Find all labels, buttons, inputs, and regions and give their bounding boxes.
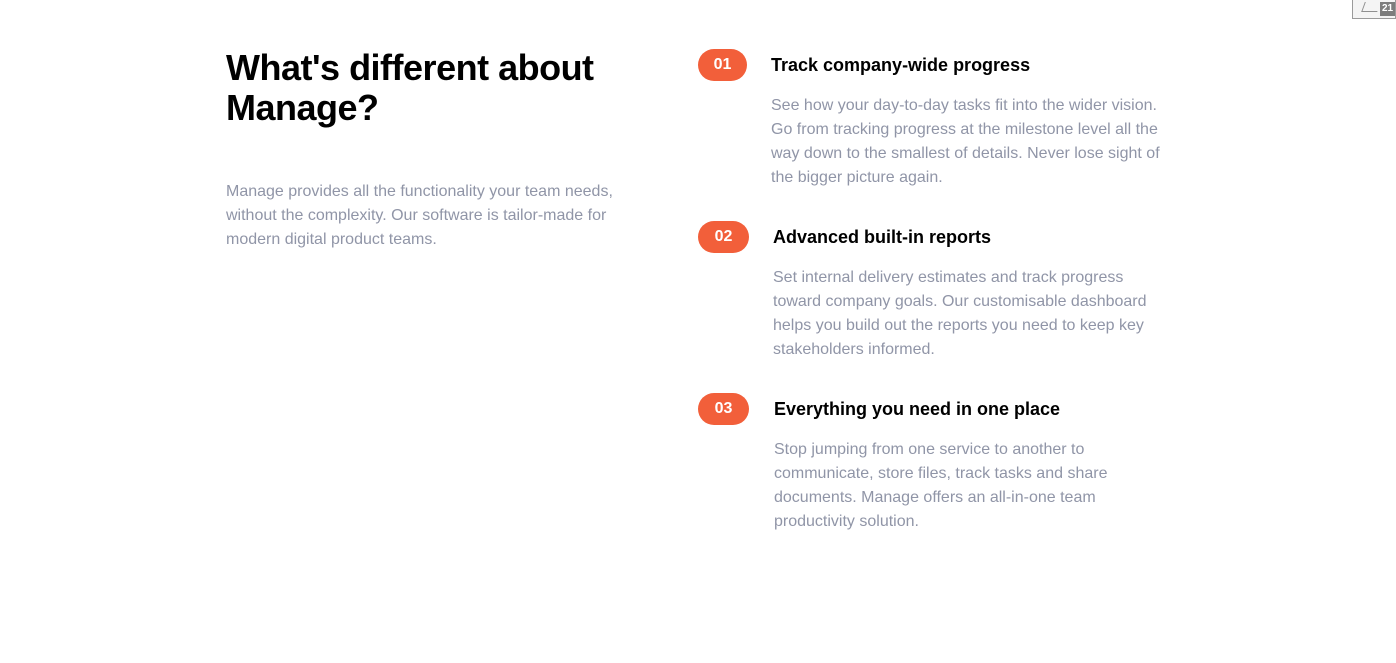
section-heading: What's different about Manage?	[226, 47, 594, 128]
feature-title: Track company-wide progress	[771, 55, 1031, 75]
feature-title: Everything you need in one place	[774, 399, 1061, 419]
intro-section: What's different about Manage? Manage pr…	[226, 48, 626, 252]
feature-number-badge: 01	[698, 49, 747, 81]
corner-count-badge: 21	[1380, 2, 1395, 16]
feature-description: Set internal delivery estimates and trac…	[773, 269, 1147, 358]
pen-icon	[1361, 2, 1381, 12]
feature-number-badge: 03	[698, 393, 749, 425]
feature-description: See how your day-to-day tasks fit into t…	[771, 97, 1160, 186]
feature-title: Advanced built-in reports	[773, 227, 992, 247]
corner-widget[interactable]: 21	[1352, 0, 1396, 19]
feature-description: Stop jumping from one service to another…	[774, 441, 1108, 530]
section-intro: Manage provides all the functionality yo…	[226, 183, 613, 248]
feature-number-badge: 02	[698, 221, 749, 253]
